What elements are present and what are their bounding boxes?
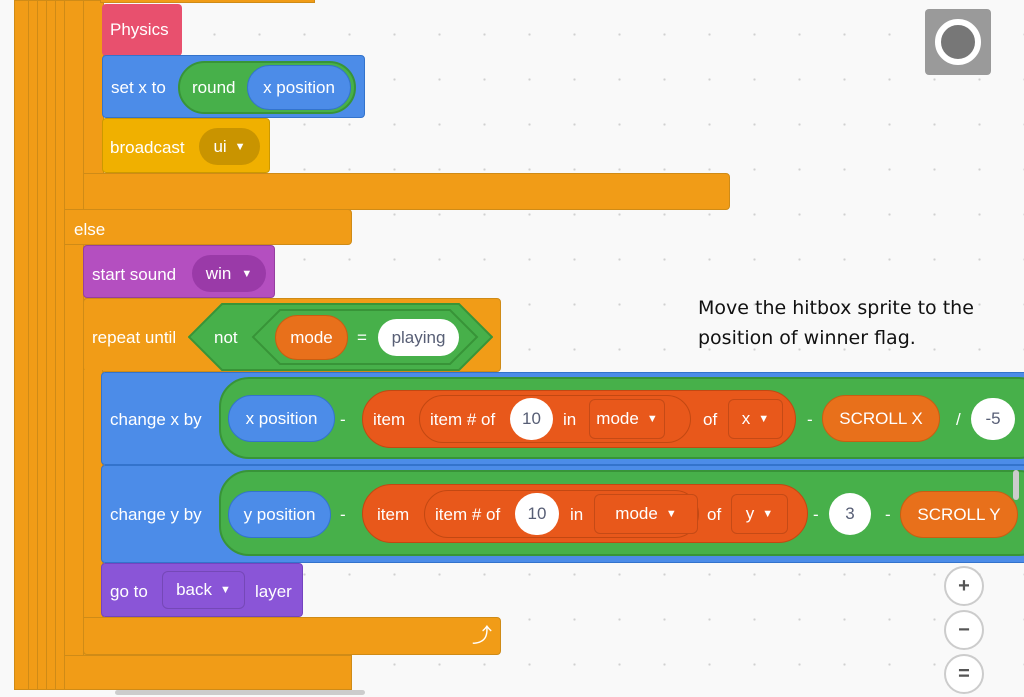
not-label: not xyxy=(214,328,238,347)
top-bar xyxy=(100,0,315,3)
of-label: of xyxy=(703,410,718,429)
property-dropdown[interactable]: x▼ xyxy=(728,399,783,439)
minus-label: - xyxy=(813,505,819,524)
number-input[interactable]: 10 xyxy=(515,493,559,535)
arm-line xyxy=(64,0,65,690)
divisor-input[interactable]: -5 xyxy=(971,398,1015,440)
else-label: else xyxy=(74,220,106,239)
item-number-label: item # of xyxy=(430,410,496,429)
set-x-label: set x to xyxy=(111,78,166,97)
dropdown-arrow-icon: ▼ xyxy=(758,413,770,425)
horizontal-scrollbar[interactable] xyxy=(115,690,365,695)
item-label: item xyxy=(377,505,410,524)
annotation-line-1: Move the hitbox sprite to the xyxy=(698,297,974,319)
if-bottom-bar xyxy=(83,173,730,210)
dropdown-arrow-icon: ▼ xyxy=(665,508,677,520)
mode-variable[interactable]: mode xyxy=(275,315,348,360)
round-label: round xyxy=(192,77,236,97)
divide-label: / xyxy=(956,410,961,429)
change-y-label: change y by xyxy=(110,505,202,524)
zoom-out-button[interactable]: − xyxy=(944,610,984,650)
go-to-label: go to xyxy=(110,582,148,601)
arm-line xyxy=(46,0,47,690)
repeat-arm xyxy=(83,370,103,620)
else-bottom-bar xyxy=(64,655,352,690)
dropdown-arrow-icon: ▼ xyxy=(234,140,246,153)
circle-icon xyxy=(935,19,981,65)
zoom-out-icon: − xyxy=(958,618,970,641)
arm-line xyxy=(55,0,56,690)
physics-label: Physics xyxy=(110,20,169,39)
of-label: of xyxy=(707,505,722,524)
scroll-x-variable[interactable]: SCROLL X xyxy=(822,395,940,442)
change-x-label: change x by xyxy=(110,410,202,429)
list-dropdown[interactable]: mode▼ xyxy=(594,494,698,534)
vertical-scrollbar[interactable] xyxy=(1013,470,1019,500)
zoom-reset-icon: = xyxy=(958,662,970,685)
zoom-in-icon: + xyxy=(958,574,970,597)
minus-label: - xyxy=(340,505,346,524)
sprite-target-icon[interactable] xyxy=(925,9,991,75)
minus-label: - xyxy=(340,410,346,429)
zoom-in-button[interactable]: + xyxy=(944,566,984,606)
layer-label: layer xyxy=(255,582,292,601)
in-label: in xyxy=(570,505,584,524)
x-position-reporter[interactable]: x position xyxy=(247,65,351,110)
minus-label: - xyxy=(885,505,891,524)
y-position-reporter[interactable]: y position xyxy=(228,491,331,538)
item-label: item xyxy=(373,410,406,429)
arm-line xyxy=(37,0,38,690)
property-dropdown[interactable]: y▼ xyxy=(731,494,788,534)
dropdown-arrow-icon: ▼ xyxy=(762,508,774,520)
annotation-line-2: position of winner flag. xyxy=(698,327,916,349)
arm-line xyxy=(28,0,29,690)
item-number-label: item # of xyxy=(435,505,501,524)
zoom-reset-button[interactable]: = xyxy=(944,654,984,694)
x-position-reporter[interactable]: x position xyxy=(228,395,335,442)
loop-arrow-icon: ⤴ xyxy=(472,625,492,647)
minus-label: - xyxy=(807,410,813,429)
broadcast-message-dropdown[interactable]: ui▼ xyxy=(199,128,260,165)
start-sound-label: start sound xyxy=(92,265,177,284)
scroll-y-variable[interactable]: SCROLL Y xyxy=(900,491,1018,538)
repeat-bottom-bar xyxy=(83,617,501,655)
repeat-until-label: repeat until xyxy=(92,328,177,347)
sound-dropdown[interactable]: win▼ xyxy=(192,255,266,292)
dropdown-arrow-icon: ▼ xyxy=(220,584,231,596)
dropdown-arrow-icon: ▼ xyxy=(241,267,253,280)
equals-label: = xyxy=(357,328,367,347)
number-input[interactable]: 3 xyxy=(829,493,871,535)
in-label: in xyxy=(563,410,577,429)
playing-input[interactable]: playing xyxy=(378,319,459,356)
list-dropdown[interactable]: mode▼ xyxy=(589,399,665,439)
dropdown-arrow-icon: ▼ xyxy=(646,413,658,425)
layer-dropdown[interactable]: back▼ xyxy=(162,571,245,609)
else-bar xyxy=(64,209,352,245)
broadcast-label: broadcast xyxy=(110,138,185,157)
physics-block[interactable] xyxy=(102,4,182,56)
number-input[interactable]: 10 xyxy=(510,398,553,440)
